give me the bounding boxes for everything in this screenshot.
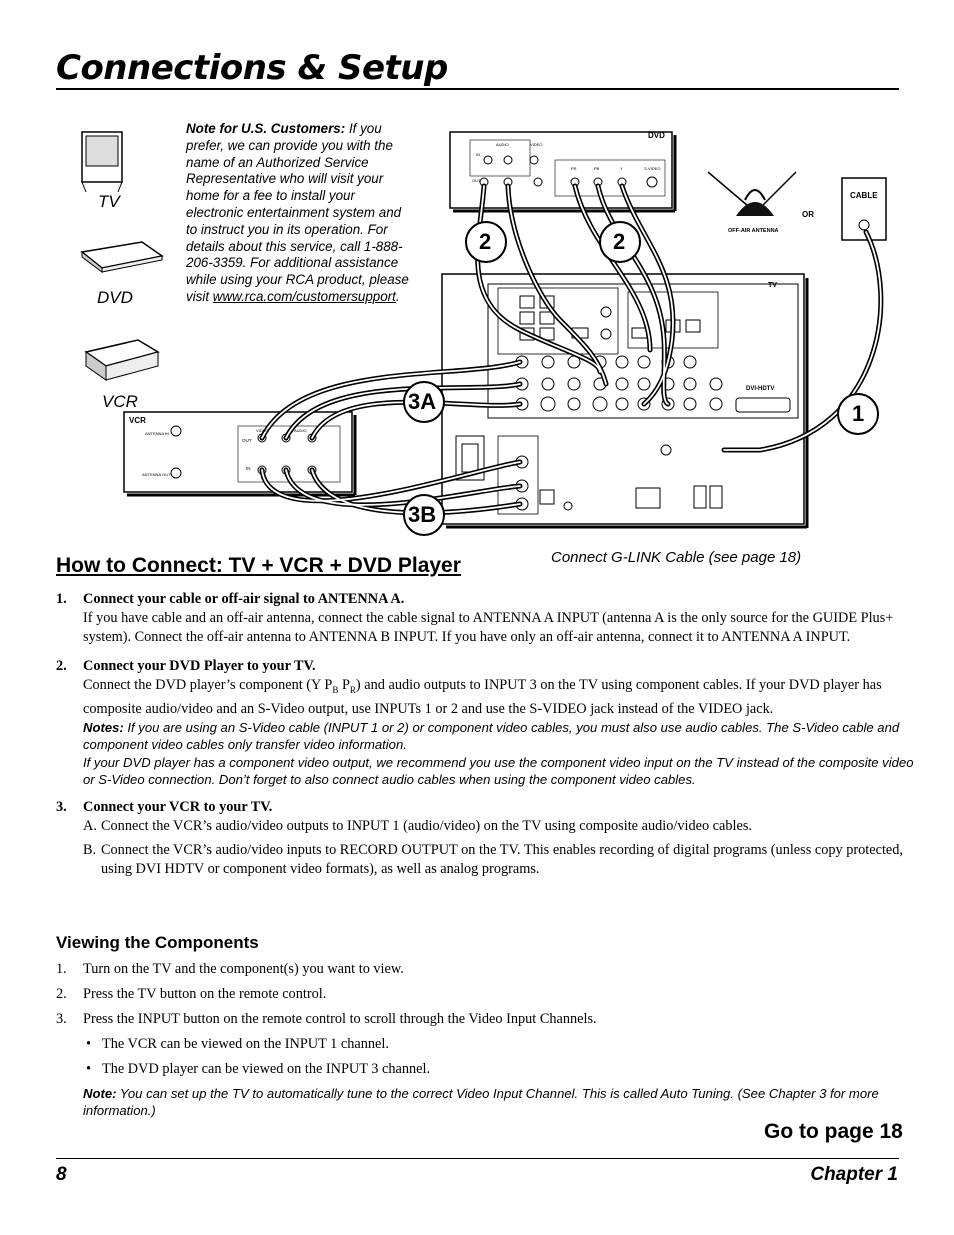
list-number: 1. [56, 961, 67, 977]
page-title: Connections & Setup [56, 48, 448, 88]
step-title: Connect your VCR to your TV. [83, 798, 273, 815]
list-number: 3. [56, 1011, 67, 1027]
list-item: 3. Press the INPUT button on the remote c… [56, 1010, 916, 1029]
step-1-marker: 1 [852, 401, 865, 426]
glink-caption: Connect G-LINK Cable (see page 18) [551, 549, 802, 566]
connection-steps: 1. Connect your cable or off-air signal … [56, 590, 916, 889]
dvd-out-label: OUT [472, 178, 481, 183]
step-number: 1. [56, 591, 67, 607]
footer-rule [56, 1158, 899, 1159]
chapter-label: Chapter 1 [810, 1164, 898, 1185]
step-marker-circles [403, 221, 879, 536]
step-2-marker-b: 2 [613, 229, 626, 254]
dvd-device-icon [80, 241, 164, 273]
step-body: If you have cable and an off-air antenna… [83, 610, 894, 646]
dvd-in-label: IN [476, 152, 480, 157]
dvd-device-label: DVD [97, 288, 133, 307]
go-to-page-link[interactable]: Go to page 18 [764, 1120, 903, 1143]
step-3a: A.Connect the VCR’s audio/video outputs … [83, 817, 916, 836]
page-number: 8 [56, 1164, 67, 1185]
dvd-video-label: VIDEO [530, 142, 543, 147]
vcr-device-label: VCR [102, 392, 138, 411]
note-text: You can set up the TV to automatically t… [83, 1086, 879, 1119]
support-link[interactable]: www.rca.com/customersupport [212, 288, 396, 304]
step-body: Connect the DVD player’s component (Y PB… [83, 676, 916, 719]
notes-text: If you are using an S-Video cable (INPUT… [83, 720, 900, 753]
step-2: 2. Connect your DVD Player to your TV. C… [56, 657, 916, 789]
step-3a-marker: 3A [408, 389, 437, 414]
dvd-pr-label: PR [571, 166, 577, 171]
note-lead: Note: [83, 1086, 117, 1101]
sub-text: Connect the VCR’s audio/video outputs to… [101, 817, 752, 834]
list-text: Turn on the TV and the component(s) you … [83, 961, 404, 977]
connection-diagram [80, 131, 887, 536]
vcr-device-icon [84, 339, 160, 381]
vcr-audio-label: AUDIO [294, 428, 307, 433]
sub-label: B. [83, 842, 97, 859]
or-label: OR [802, 210, 814, 219]
viewing-list: 1. Turn on the TV and the component(s) yo… [56, 960, 916, 1120]
bullet-text: The DVD player can be viewed on the INPU… [102, 1061, 431, 1077]
step-3b: B.Connect the VCR’s audio/video inputs t… [83, 841, 916, 879]
viewing-note: Note: You can set up the TV to automatic… [56, 1085, 916, 1120]
tv-device-icon [81, 131, 123, 193]
dvd-pb-label: PB [594, 166, 600, 171]
dvd-panel-label: DVD [648, 131, 665, 140]
vcr-panel-label: VCR [129, 416, 146, 425]
step-2-notes-2: If your DVD player has a component video… [83, 754, 914, 788]
dvd-back-panel [449, 131, 677, 213]
header-rule [56, 88, 899, 90]
list-item: 2. Press the TV button on the remote cont… [56, 985, 916, 1004]
step-body-text: Connect the DVD player’s component (Y P [83, 676, 333, 693]
off-air-antenna-icon [707, 171, 797, 216]
dvd-svideo-label: S-VIDEO [644, 166, 661, 171]
off-air-antenna-label: OFF-AIR ANTENNA [728, 228, 779, 234]
list-text: Press the TV button on the remote contro… [83, 986, 327, 1002]
step-3b-marker: 3B [408, 502, 437, 527]
step-title: Connect your cable or off-air signal to … [83, 591, 405, 607]
step-number: 3. [56, 798, 67, 815]
cable-label: CABLE [850, 191, 878, 200]
step-number: 2. [56, 657, 67, 674]
subscript-r: R [349, 684, 356, 695]
section-heading: How to Connect: TV + VCR + DVD Player [56, 554, 461, 577]
us-note-lead: Note for U.S. Customers: [186, 121, 346, 136]
bullet-item: • The DVD player can be viewed on the INP… [56, 1060, 916, 1079]
bullet-dot-icon: • [86, 1061, 92, 1077]
step-body-text: P [338, 676, 350, 693]
dvd-y-label: Y [620, 166, 623, 171]
dvd-audio-label: AUDIO [496, 142, 509, 147]
us-note-body: If you prefer, we can provide you with t… [186, 121, 409, 304]
us-note-end: . [395, 288, 400, 304]
bullet-item: • The VCR can be viewed on the INPUT 1 ch… [56, 1035, 916, 1054]
us-customer-note: Note for U.S. Customers: If you prefer, … [186, 121, 414, 306]
vcr-antenna-out-label: ANTENNA OUT [142, 472, 171, 477]
bullet-dot-icon: • [86, 1036, 92, 1052]
tv-panel-label: TV [768, 282, 777, 289]
step-1: 1. Connect your cable or off-air signal … [56, 590, 916, 648]
vcr-antenna-in-label: ANTENNA IN [145, 431, 170, 436]
cable-wall-jack [841, 177, 887, 241]
tv-device-label: TV [98, 192, 120, 211]
dvi-hdtv-label: DVI-HDTV [746, 386, 775, 392]
step-2-marker-a: 2 [479, 229, 492, 254]
notes-lead: Notes: [83, 720, 124, 736]
step-title: Connect your DVD Player to your TV. [83, 657, 316, 674]
sub-label: A. [83, 817, 97, 834]
vcr-out-label: OUT [242, 438, 252, 443]
subscript-b: B [332, 684, 339, 695]
step-3: 3. Connect your VCR to your TV. A.Connec… [56, 798, 916, 880]
list-text: Press the INPUT button on the remote con… [83, 1011, 597, 1027]
sub-text: Connect the VCR’s audio/video inputs to … [101, 842, 903, 878]
list-item: 1. Turn on the TV and the component(s) yo… [56, 960, 916, 979]
viewing-heading: Viewing the Components [56, 933, 259, 952]
list-number: 2. [56, 986, 67, 1002]
bullet-text: The VCR can be viewed on the INPUT 1 cha… [102, 1036, 389, 1052]
step-2-notes: Notes: If you are using an S-Video cable… [83, 719, 916, 754]
vcr-in-label: IN [246, 466, 251, 471]
step-body-text: ) and audio outputs to INPUT 3 on the TV… [83, 676, 882, 717]
vcr-video-label: VIDEO [256, 428, 269, 433]
